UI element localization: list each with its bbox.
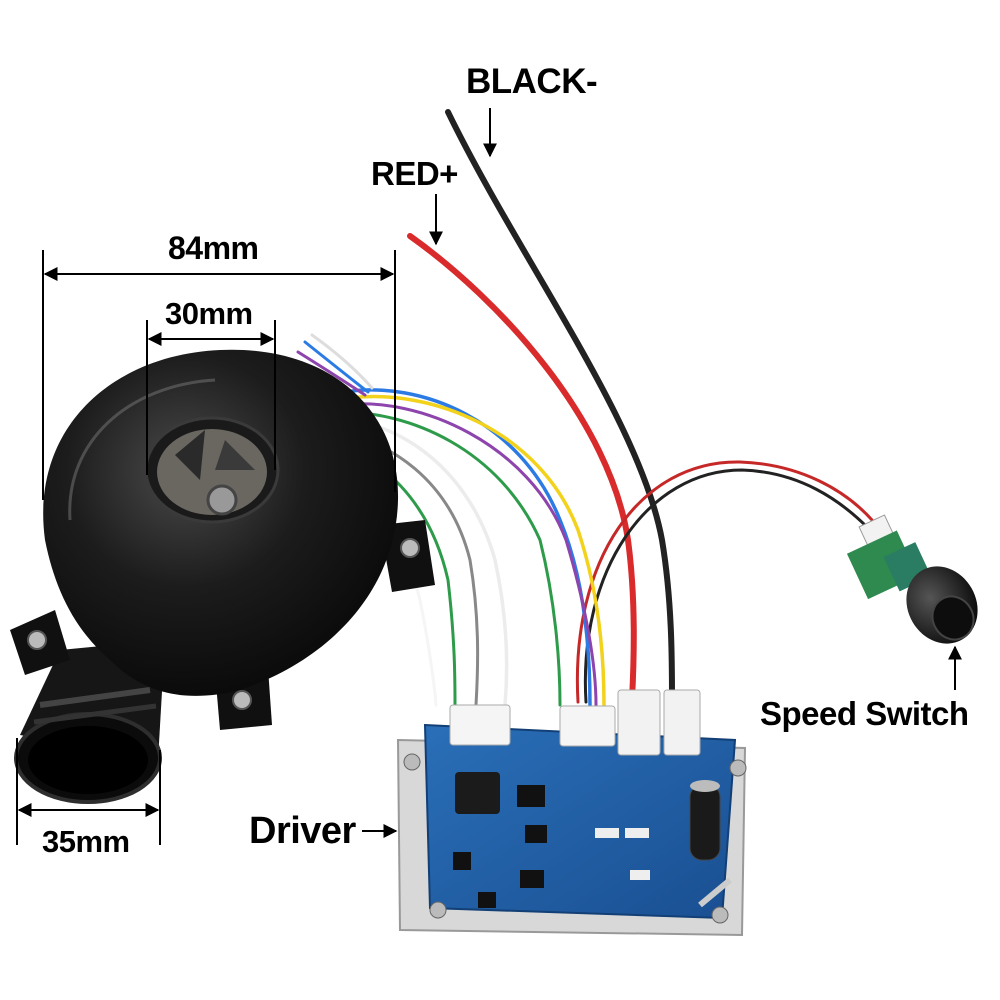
label-speed-switch: Speed Switch [760, 695, 969, 732]
label-driver: Driver [249, 810, 356, 852]
capacitor [689, 780, 721, 861]
label-black-wire: BLACK- [466, 62, 598, 101]
blower-inlet [144, 416, 280, 524]
mount-ear-left [10, 610, 70, 675]
ic-chip-4 [453, 852, 471, 870]
label-inlet-30mm: 30mm [165, 296, 253, 331]
connector-hall [559, 705, 616, 747]
connector-power-2 [663, 689, 701, 756]
speed-switch [846, 514, 978, 644]
connector-motor [449, 704, 511, 746]
pointer-arrows [362, 108, 962, 838]
dimension-30mm [146, 320, 276, 475]
connector-power-1 [617, 689, 661, 756]
label-outlet-35mm: 35mm [42, 824, 130, 859]
red-power-wire [407, 233, 637, 703]
blower-fan [10, 349, 435, 804]
inductor [455, 772, 500, 814]
speed-knob [906, 566, 978, 644]
switch-cable-red [575, 460, 874, 704]
ic-chip-2 [525, 825, 547, 843]
driver-board [396, 689, 747, 937]
ic-chip-5 [478, 892, 496, 908]
switch-cable-black [583, 468, 870, 704]
dimension-35mm [16, 738, 161, 845]
black-power-wire [445, 109, 675, 703]
label-width-84mm: 84mm [168, 230, 259, 266]
ic-chip-1 [517, 785, 545, 807]
dimension-84mm [42, 250, 396, 500]
mount-ear-right [380, 520, 435, 592]
ic-chip-3 [520, 870, 544, 888]
label-red-wire: RED+ [371, 155, 458, 192]
wire-bundle [296, 109, 874, 707]
